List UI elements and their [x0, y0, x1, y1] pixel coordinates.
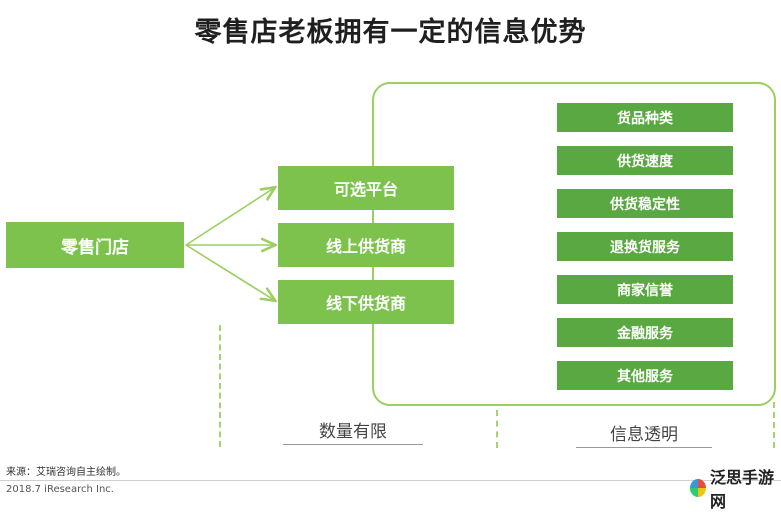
advantage-item: 退换货服务: [557, 232, 733, 261]
retail-store-box: 零售门店: [6, 222, 184, 268]
dashed-divider: [773, 402, 775, 448]
dashed-divider: [496, 410, 498, 448]
advantage-item: 金融服务: [557, 318, 733, 347]
advantage-item: 货品种类: [557, 103, 733, 132]
channel-platform-box: 可选平台: [278, 166, 454, 210]
advantage-item: 其他服务: [557, 361, 733, 390]
footer-divider: [0, 480, 781, 481]
caption-limited-quantity: 数量有限: [319, 422, 387, 442]
channel-online-box: 线上供货商: [278, 223, 454, 267]
advantage-item: 商家信誉: [557, 275, 733, 304]
connector-arrows: [185, 0, 781, 500]
caption-underline: [576, 447, 712, 448]
logo-text: 泛思手游网: [709, 468, 774, 511]
source-note: 来源：艾瑞咨询自主绘制。: [6, 467, 126, 478]
advantage-item: 供货速度: [557, 146, 733, 175]
page-title: 零售店老板拥有一定的信息优势: [194, 17, 587, 48]
logo-icon: [690, 479, 706, 497]
copyright-note: 2018.7 iResearch Inc.: [6, 484, 114, 495]
caption-transparent-info: 信息透明: [610, 425, 678, 445]
caption-underline: [283, 444, 423, 445]
advantage-item: 供货稳定性: [557, 189, 733, 218]
arrow-to-offline: [185, 244, 274, 300]
watermark-logo: 泛思手游网: [690, 468, 781, 511]
arrow-to-platform: [185, 188, 274, 246]
dashed-divider: [219, 325, 221, 447]
channel-offline-box: 线下供货商: [278, 280, 454, 324]
